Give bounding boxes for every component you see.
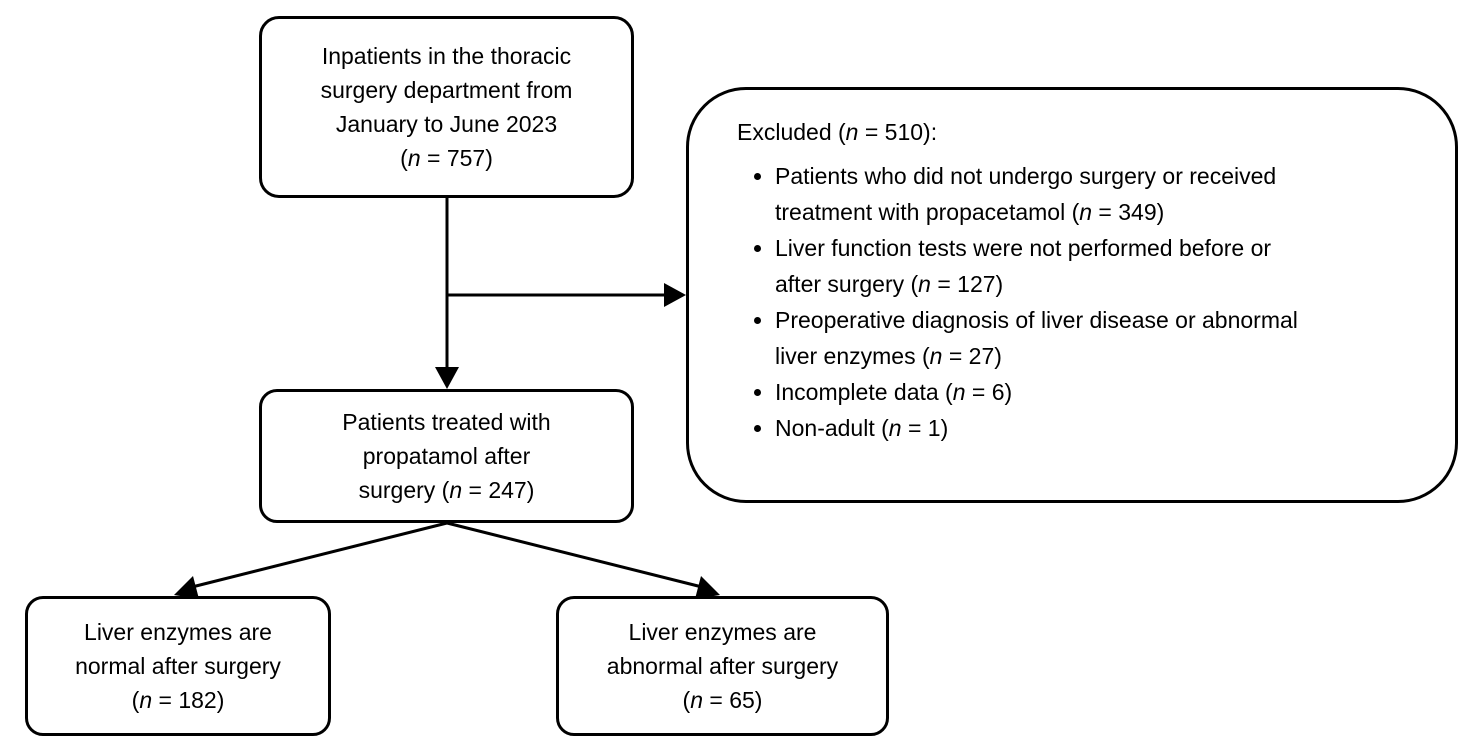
inpatients-box: Inpatients in the thoracic surgery depar… <box>259 16 634 198</box>
normal-enzymes-box: Liver enzymes are normal after surgery (… <box>25 596 331 736</box>
exclusion-item-preoperative-liver-disease: Preoperative diagnosis of liver disease … <box>737 302 1425 374</box>
exclusion-item-non-adult: Non-adult (n = 1) <box>737 410 1425 446</box>
excluded-box: Excluded (n = 510): Patients who did not… <box>686 87 1458 503</box>
abnormal-line-2: abnormal after surgery <box>606 653 839 679</box>
excluded-title: Excluded (n = 510): <box>737 119 938 145</box>
arrowhead-top-to-middle <box>435 367 459 389</box>
exclusion-item-no-liver-tests: Liver function tests were not performed … <box>737 230 1425 302</box>
normal-count: (n = 182) <box>131 687 225 713</box>
normal-line-1: Liver enzymes are <box>84 619 272 645</box>
normal-line-2: normal after surgery <box>75 653 281 679</box>
treated-line-1: Patients treated with <box>342 409 551 435</box>
exclusion-item-incomplete-data: Incomplete data (n = 6) <box>737 374 1425 410</box>
treated-line-2: propatamol after <box>362 443 531 469</box>
treated-count: surgery (n = 247) <box>358 477 535 503</box>
arrow-middle-to-left <box>191 521 448 589</box>
abnormal-line-1: Liver enzymes are <box>628 619 817 645</box>
abnormal-count: (n = 65) <box>682 687 763 713</box>
arrowhead-to-excluded <box>664 283 686 307</box>
exclusion-item-no-surgery: Patients who did not undergo surgery or … <box>737 158 1425 230</box>
arrowhead-middle-to-left <box>174 576 199 599</box>
inpatients-line-2: surgery department from <box>320 77 573 103</box>
treated-patients-box: Patients treated with propatamol after s… <box>259 389 634 523</box>
inpatients-line-3: January to June 2023 <box>335 111 558 137</box>
abnormal-enzymes-box: Liver enzymes are abnormal after surgery… <box>556 596 889 736</box>
arrow-middle-to-right <box>446 521 703 589</box>
inpatients-count: (n = 757) <box>400 145 493 171</box>
exclusion-list: Patients who did not undergo surgery or … <box>737 158 1425 446</box>
arrowhead-middle-to-right <box>695 576 720 599</box>
inpatients-line-1: Inpatients in the thoracic <box>321 43 572 69</box>
